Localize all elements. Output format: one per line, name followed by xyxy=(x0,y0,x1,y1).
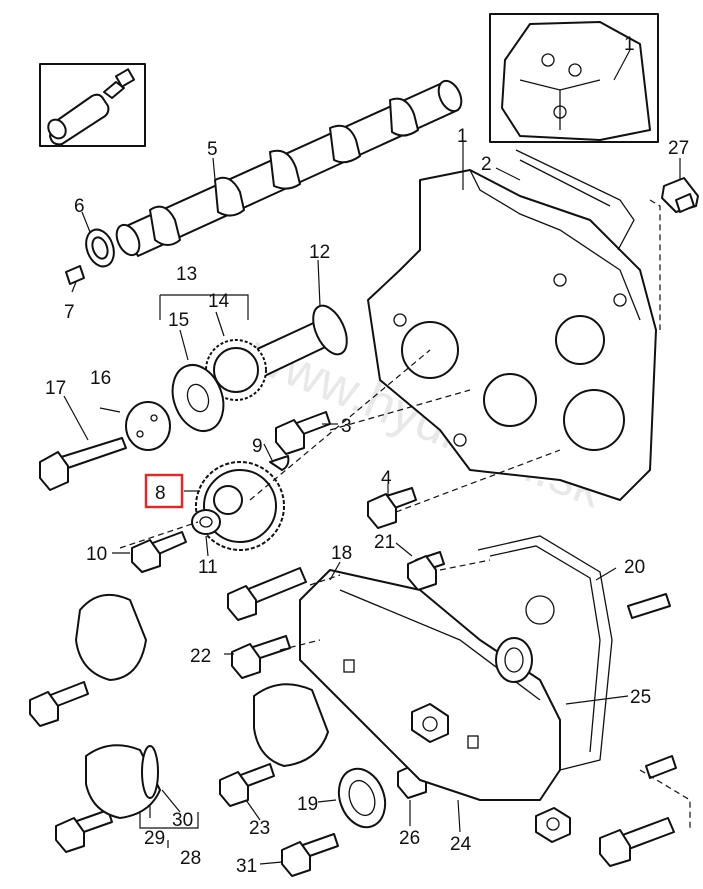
callout-3: 3 xyxy=(341,416,352,437)
timing-case xyxy=(367,169,657,501)
callout-20: 20 xyxy=(624,557,645,578)
dowel-pin xyxy=(65,265,85,285)
callout-2: 2 xyxy=(481,154,492,175)
callout-23: 23 xyxy=(249,818,270,839)
callout-27: 27 xyxy=(668,138,689,159)
inset-box-cover xyxy=(489,13,659,143)
callout-30: 30 xyxy=(172,810,193,831)
dome-cap-left xyxy=(85,744,161,819)
bolt-bottom-right xyxy=(599,817,675,867)
bolt-22 xyxy=(231,635,291,679)
case-gasket xyxy=(515,149,635,251)
seal-ring xyxy=(85,228,115,268)
callout-18: 18 xyxy=(331,543,352,564)
stud-right xyxy=(627,593,671,619)
center-lines xyxy=(119,199,691,830)
front-cover xyxy=(299,569,561,801)
stud-right-low xyxy=(645,755,677,779)
idler-gear xyxy=(195,461,285,551)
oil-seal-19 xyxy=(337,767,387,829)
pump-seal-ring xyxy=(495,637,533,683)
callout-12: 12 xyxy=(309,242,330,263)
callout-28: 28 xyxy=(180,848,201,869)
inset-box-tappet xyxy=(39,63,146,147)
callout-labels: 1 1 2 3 4 5 6 7 8 9 10 11 12 13 14 15 16… xyxy=(45,34,689,877)
callout-5: 5 xyxy=(207,139,218,160)
callout-22: 22 xyxy=(190,646,211,667)
callout-6: 6 xyxy=(74,196,85,217)
callout-14: 14 xyxy=(208,291,230,312)
callout-7: 7 xyxy=(64,302,75,323)
bolt-10 xyxy=(131,531,187,573)
callout-19: 19 xyxy=(297,794,318,815)
callout-17: 17 xyxy=(45,378,66,399)
callout-8: 8 xyxy=(155,483,166,504)
callout-4: 4 xyxy=(381,468,392,489)
bolt-3 xyxy=(275,411,331,455)
callout-31: 31 xyxy=(236,856,257,877)
drive-gear-assembly xyxy=(171,304,348,432)
callout-26: 26 xyxy=(399,828,420,849)
bolt-21 xyxy=(407,551,445,591)
gasket-25-ring xyxy=(411,703,449,743)
callout-11: 11 xyxy=(198,557,218,578)
camshaft xyxy=(115,79,463,257)
bolt-17 xyxy=(39,437,127,491)
bolt-23 xyxy=(219,763,275,807)
callout-25: 25 xyxy=(630,687,651,708)
callout-13: 13 xyxy=(176,264,197,285)
thrust-washer xyxy=(125,401,171,451)
nut-bottom xyxy=(535,807,571,843)
callout-15: 15 xyxy=(168,310,189,331)
callout-1-inset: 1 xyxy=(624,34,635,55)
leader-lines xyxy=(63,49,681,865)
callout-24: 24 xyxy=(450,834,472,855)
callout-10: 10 xyxy=(86,544,107,565)
callout-29: 29 xyxy=(144,828,165,849)
bolt-left xyxy=(29,681,89,727)
woodruff-key xyxy=(269,455,290,471)
bolt-31 xyxy=(281,833,339,877)
callout-9: 9 xyxy=(252,436,263,457)
highlight-box xyxy=(144,473,184,509)
bolt-4 xyxy=(367,487,417,529)
callout-16: 16 xyxy=(90,368,111,389)
oval-cover-plate xyxy=(75,593,147,681)
callout-21: 21 xyxy=(374,532,395,553)
callout-1: 1 xyxy=(457,126,468,147)
bolt-29 xyxy=(55,809,113,853)
stud-top xyxy=(227,567,307,621)
dome-cap-middle xyxy=(253,683,329,767)
bolt-27 xyxy=(661,177,699,213)
front-cover-gasket xyxy=(477,535,613,771)
idler-washer xyxy=(191,509,221,535)
